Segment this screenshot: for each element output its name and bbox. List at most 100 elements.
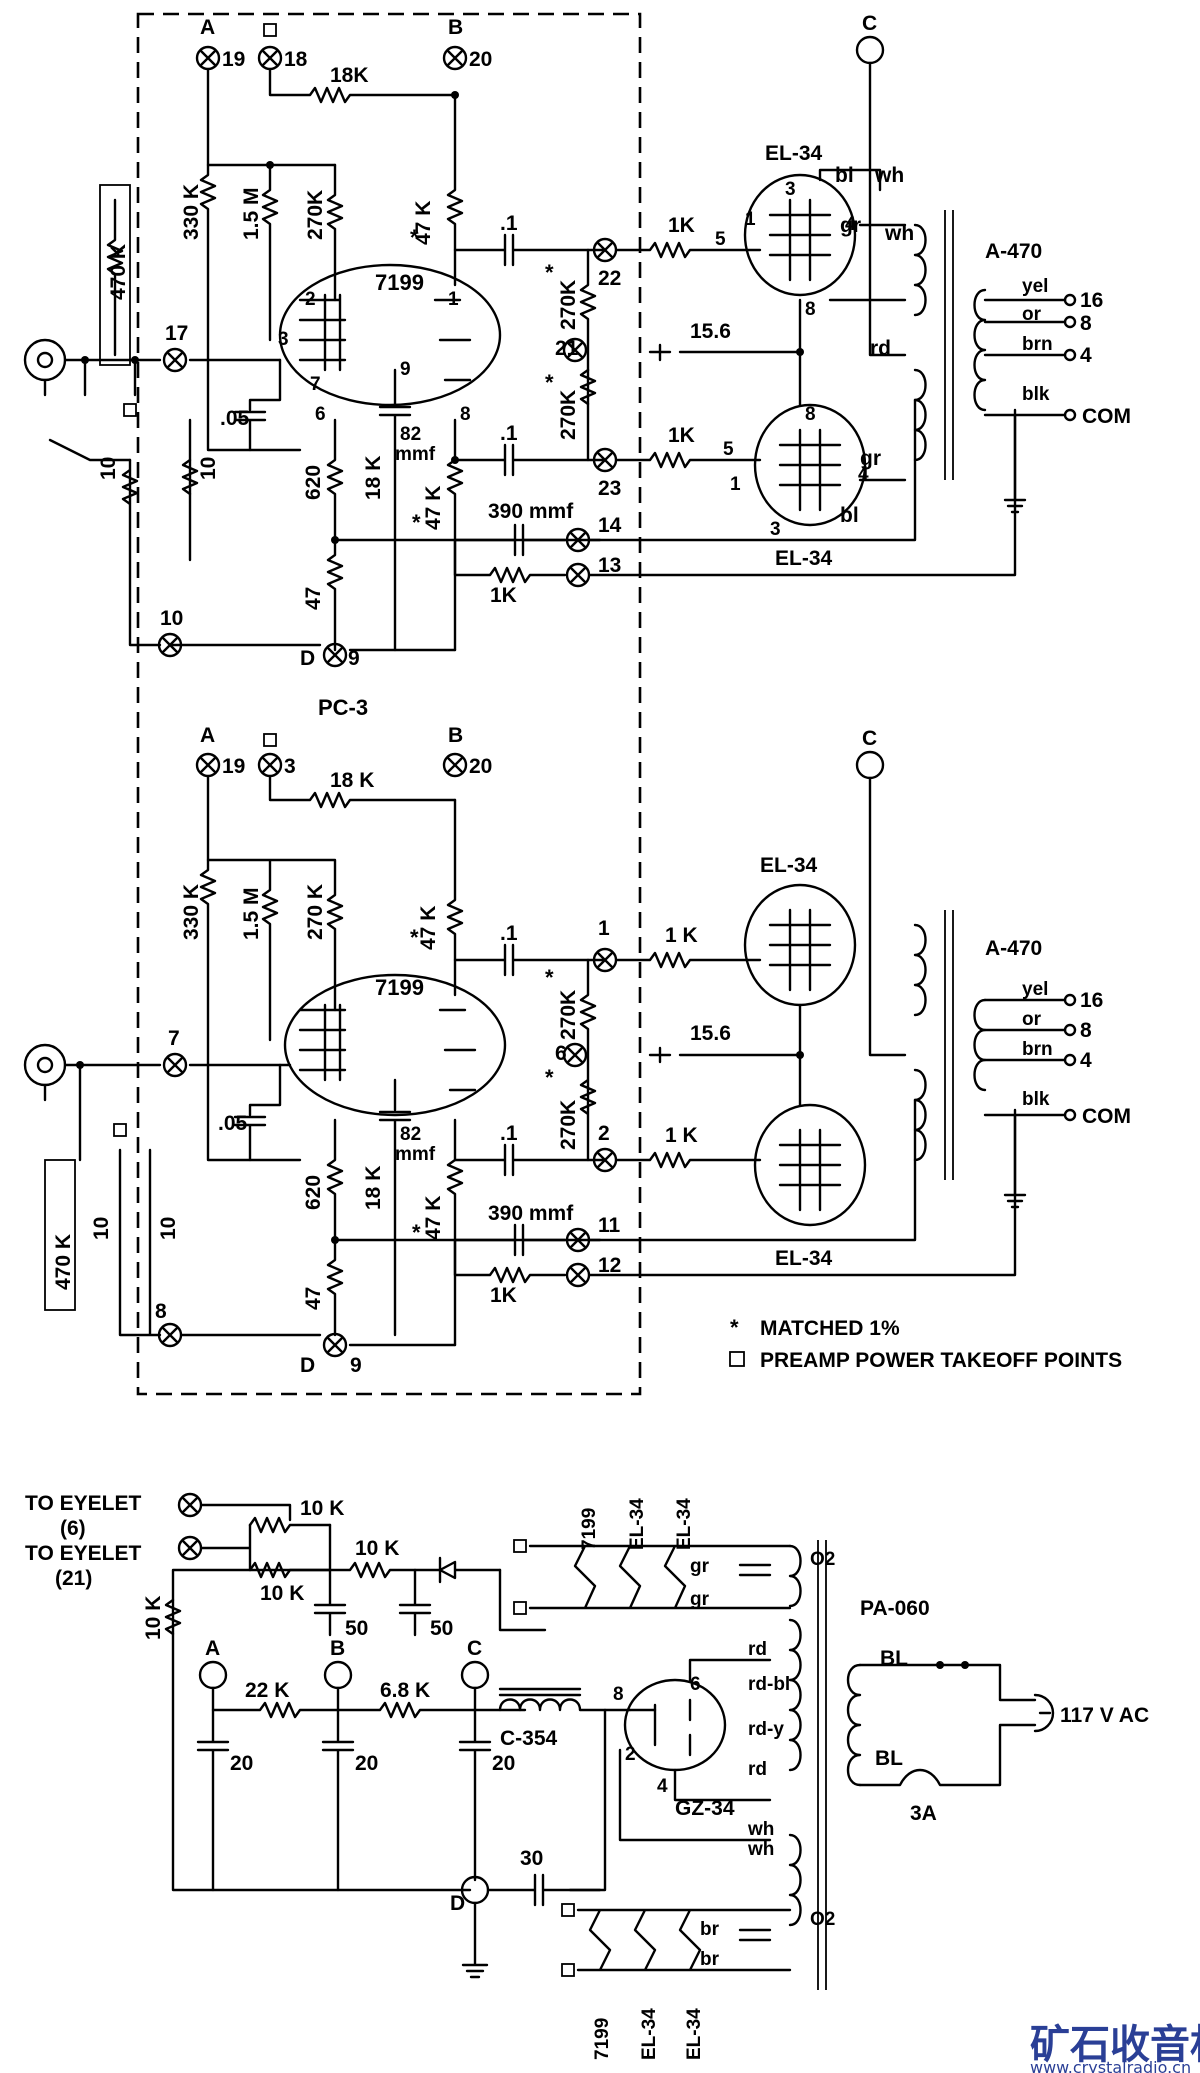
- svg-text:10: 10: [160, 607, 183, 630]
- svg-text:21: 21: [555, 337, 579, 360]
- rectifier-gz34: GZ-34 8 6 4 2: [613, 1674, 735, 1820]
- svg-text:8: 8: [805, 299, 816, 320]
- svg-text:270K: 270K: [304, 190, 327, 240]
- svg-text:20: 20: [469, 755, 492, 778]
- eyelet-20: [442, 45, 468, 71]
- svg-text:1 K: 1 K: [665, 924, 698, 947]
- svg-text:A-470: A-470: [985, 240, 1042, 263]
- svg-text:EL-34: EL-34: [775, 547, 833, 570]
- svg-text:7199: 7199: [592, 2018, 613, 2060]
- svg-text:O2: O2: [810, 1549, 835, 1570]
- svg-text:270K: 270K: [557, 990, 580, 1040]
- power-supply: TO EYELET (6) TO EYELET (21) 10 K 10 K 1…: [25, 1492, 1149, 2060]
- legend-preamp: PREAMP POWER TAKEOFF POINTS: [760, 1349, 1122, 1372]
- tube-7199-label: 7199: [375, 270, 424, 295]
- svg-text:*: *: [412, 1220, 421, 1245]
- legend-matched: MATCHED 1%: [760, 1317, 900, 1340]
- svg-text:*: *: [545, 965, 554, 990]
- top-amplifier: 470 K 17 A B 19 18 20 18K 330 K 1.5 M 27…: [23, 12, 1131, 670]
- svg-text:18: 18: [284, 48, 308, 71]
- svg-text:bl: bl: [835, 164, 854, 187]
- 470k-label: 470 K: [107, 244, 130, 300]
- svg-text:rd: rd: [870, 337, 891, 360]
- svg-text:gr: gr: [840, 214, 861, 237]
- svg-text:10: 10: [97, 457, 120, 480]
- terminal-c-top: [855, 35, 885, 65]
- legend: * MATCHED 1% PREAMP POWER TAKEOFF POINTS: [729, 1315, 1122, 1372]
- svg-text:1.5 M: 1.5 M: [240, 187, 263, 240]
- svg-text:D: D: [450, 1892, 465, 1915]
- svg-text:or: or: [1022, 1009, 1042, 1030]
- svg-text:C-354: C-354: [500, 1727, 558, 1750]
- watermark-brand: 矿石收音机: [1030, 2022, 1200, 2068]
- svg-text:TO EYELET: TO EYELET: [25, 1492, 141, 1515]
- svg-text:82: 82: [400, 424, 421, 445]
- svg-text:11: 11: [598, 1214, 621, 1237]
- svg-text:50: 50: [430, 1617, 453, 1640]
- eyelet-19: [195, 45, 221, 71]
- svg-text:EL-34: EL-34: [775, 1247, 833, 1270]
- board-label-pc3: PC-3: [318, 695, 368, 720]
- svg-text:16: 16: [1080, 289, 1103, 312]
- svg-text:4: 4: [1080, 344, 1092, 367]
- svg-text:1K: 1K: [668, 424, 695, 447]
- svg-text:EL-34: EL-34: [674, 1498, 695, 1550]
- svg-text:8: 8: [1080, 1019, 1092, 1042]
- svg-text:6: 6: [690, 1674, 701, 1695]
- svg-text:8: 8: [155, 1300, 167, 1323]
- svg-text:22 K: 22 K: [245, 1679, 289, 1702]
- svg-text:47 K: 47 K: [422, 1196, 445, 1240]
- el34-lower-bottom: EL-34: [753, 1103, 867, 1270]
- svg-text:*: *: [412, 510, 421, 535]
- output-transformer-bottom: A-470 yel or brn blk 16 8 4 COM: [913, 910, 1131, 1209]
- svg-text:EL-34: EL-34: [760, 854, 818, 877]
- svg-text:4: 4: [1080, 1049, 1092, 1072]
- input-jack-top: [23, 338, 67, 397]
- svg-text:390 mmf: 390 mmf: [488, 1202, 574, 1225]
- tube-7199-top: 7199 2 3 7 6 9 1 8: [278, 93, 502, 425]
- svg-text:yel: yel: [1022, 979, 1048, 1000]
- svg-text:1K: 1K: [490, 1284, 517, 1307]
- svg-text:A: A: [200, 724, 215, 747]
- svg-text:1: 1: [448, 289, 459, 310]
- svg-text:C: C: [467, 1637, 482, 1660]
- svg-text:10: 10: [90, 1217, 113, 1240]
- svg-text:10 K: 10 K: [142, 1596, 165, 1640]
- svg-text:3: 3: [770, 519, 781, 540]
- svg-text:18 K: 18 K: [330, 769, 374, 792]
- svg-text:wh: wh: [747, 1839, 774, 1860]
- svg-text:20: 20: [355, 1752, 378, 1775]
- svg-text:10 K: 10 K: [355, 1537, 399, 1560]
- svg-text:.1: .1: [500, 212, 518, 235]
- el34-lower-top: EL-34 8 5 1 4 3: [723, 403, 869, 570]
- svg-text:br: br: [700, 1949, 720, 1970]
- svg-text:7: 7: [310, 374, 321, 395]
- svg-text:1: 1: [598, 917, 610, 940]
- svg-text:EL-34: EL-34: [627, 1498, 648, 1550]
- svg-text:270K: 270K: [557, 390, 580, 440]
- svg-text:270 K: 270 K: [304, 884, 327, 940]
- svg-text:mmf: mmf: [395, 1144, 436, 1165]
- svg-text:COM: COM: [1082, 1105, 1131, 1128]
- svg-text:3A: 3A: [910, 1802, 937, 1825]
- svg-text:19: 19: [222, 755, 245, 778]
- svg-text:4: 4: [845, 214, 856, 235]
- svg-text:3: 3: [785, 179, 796, 200]
- svg-text:47: 47: [302, 1287, 325, 1310]
- svg-text:50: 50: [345, 1617, 368, 1640]
- svg-text:8: 8: [460, 404, 471, 425]
- svg-text:1 K: 1 K: [665, 1124, 698, 1147]
- svg-text:A: A: [205, 1637, 220, 1660]
- el34-upper-bottom: EL-34: [743, 854, 857, 1007]
- svg-text:wh: wh: [874, 164, 904, 187]
- svg-text:47 K: 47 K: [412, 201, 435, 245]
- svg-text:8: 8: [1080, 312, 1092, 335]
- svg-text:2: 2: [305, 289, 316, 310]
- svg-text:C: C: [862, 12, 877, 35]
- svg-text:1: 1: [745, 209, 756, 230]
- svg-text:6.8 K: 6.8 K: [380, 1679, 430, 1702]
- svg-text:EL-34: EL-34: [765, 142, 823, 165]
- svg-text:wh: wh: [884, 222, 914, 245]
- svg-text:47 K: 47 K: [417, 906, 440, 950]
